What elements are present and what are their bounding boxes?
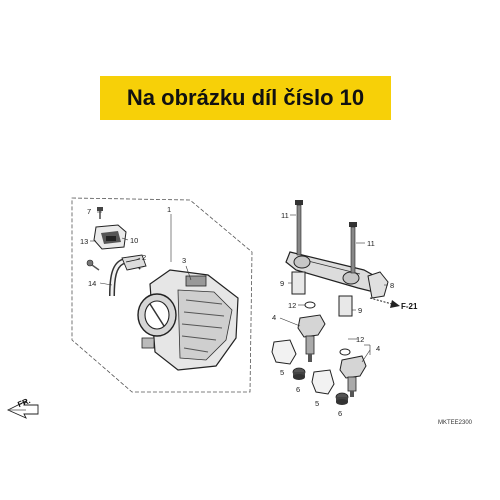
callout-4-left: 4 [272,313,276,322]
callout-2: 2 [142,253,146,262]
f21-reference-arrow [369,297,400,308]
diagram-code: MKTEE2300 [438,420,473,426]
callout-9-left: 9 [280,279,284,288]
callout-12-left: 12 [288,301,296,310]
callout-6-right: 6 [338,409,342,418]
callout-5-right: 5 [315,399,319,408]
callout-11-right: 11 [367,239,375,248]
map-sensor-10 [93,224,127,250]
throttle-body-group-border [71,197,253,393]
injector-4-left [297,314,326,362]
clip-5-left [271,339,297,365]
leader-lines-left [90,211,192,286]
callout-8: 8 [390,281,394,290]
clip-5-right [311,369,335,395]
screw-13 [86,259,100,271]
callout-14: 14 [88,279,96,288]
front-direction-label: FR. [16,396,31,409]
callout-6-left: 6 [296,385,300,394]
o-ring-6-right [335,392,349,405]
bolt-7 [97,207,103,219]
collar-9-left [291,271,306,295]
front-direction-arrow [6,399,39,419]
fuel-rail-8 [285,251,389,299]
callout-13: 13 [80,237,88,246]
banner-text: Na obrázku díl číslo 10 [126,85,365,110]
part-number-banner: Na obrázku díl číslo 10 [100,76,391,120]
callout-5-left: 5 [280,368,284,377]
bracket-2 [121,254,147,271]
washer-12-right [339,348,351,356]
callout-3: 3 [182,256,186,265]
callout-1: 1 [167,205,171,214]
callout-4-right: 4 [376,344,380,353]
bolt-11-left [295,200,303,256]
collar-9-right [338,295,353,317]
injector-4-right [339,355,367,397]
o-ring-6-left [292,367,306,380]
callout-10: 10 [130,236,138,245]
callout-11-left: 11 [281,211,289,220]
f21-reference-label: F-21 [401,302,418,311]
callout-12-right: 12 [356,335,364,344]
throttle-body-3 [137,269,239,371]
callout-9-right: 9 [358,306,362,315]
leader-lines-right [279,214,388,363]
washer-12-left [304,301,316,309]
callout-7: 7 [87,207,91,216]
bolt-11-right [349,222,357,274]
